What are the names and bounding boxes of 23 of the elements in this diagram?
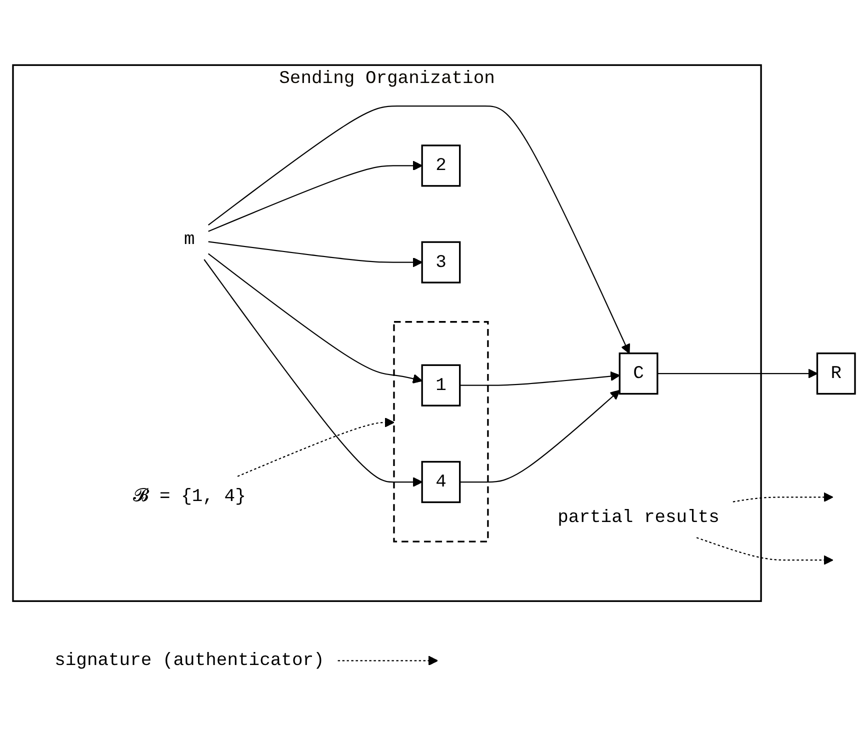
arrow	[459, 371, 620, 386]
arrow	[656, 368, 818, 378]
arrow	[236, 418, 394, 477]
arrow	[459, 390, 620, 483]
node-box: 3	[420, 241, 460, 284]
node-box: R	[816, 352, 856, 395]
node-box: C	[618, 352, 658, 395]
arrow	[203, 259, 422, 487]
node-text: 𝓑 = {1, 4}	[132, 486, 246, 507]
node-box: 2	[420, 144, 460, 187]
cluster	[392, 321, 488, 542]
leader-line	[696, 537, 833, 566]
node-box: 4	[420, 460, 460, 504]
node-text: signature (authenticator)	[54, 650, 324, 671]
node-text: partial results	[557, 507, 719, 528]
arrow	[207, 253, 422, 384]
arrow	[208, 106, 630, 354]
leader-line	[732, 492, 833, 502]
arrow	[208, 241, 422, 268]
arrow	[208, 160, 422, 232]
leader-line	[337, 656, 438, 666]
node-text: m	[184, 229, 194, 250]
node-box: 1	[420, 364, 460, 406]
